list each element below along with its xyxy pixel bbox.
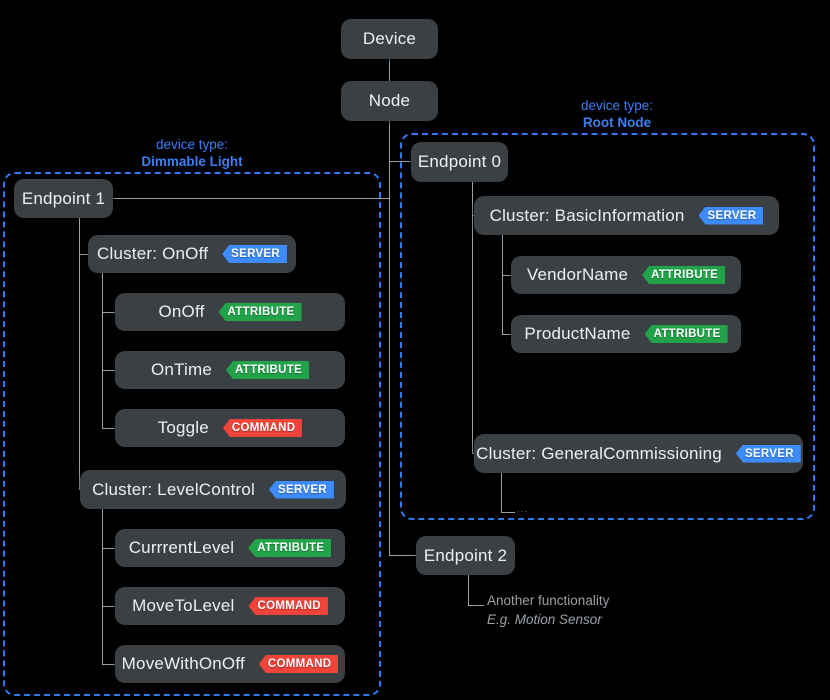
attribute-onoff[interactable]: OnOff ATTRIBUTE (115, 293, 345, 331)
connector-onoff-to-attr-ontime (102, 370, 116, 371)
connector-endpoint1-to-onoff-cluster (79, 254, 90, 255)
badge-server: SERVER (735, 444, 801, 463)
connector-basicinformation-to-vendorname (502, 275, 513, 276)
node-device[interactable]: Device (341, 19, 438, 59)
attribute-ontime-label: OnTime (150, 360, 212, 379)
device-type-label-root-node: device type: Root Node (537, 97, 697, 131)
connector-node-to-endpoint1 (113, 198, 390, 199)
node-endpoint-0-label: Endpoint 0 (417, 152, 502, 171)
badge-command: COMMAND (248, 597, 328, 615)
badge-attribute: ATTRIBUTE (226, 361, 310, 379)
cluster-general-commissioning-ellipsis: ... (517, 504, 528, 514)
cluster-general-commissioning-label: Cluster: GeneralCommissioning (476, 443, 722, 463)
cluster-level-control-label: Cluster: LevelControl (92, 479, 256, 499)
connector-node-to-endpoint2 (389, 555, 417, 556)
command-move-to-level[interactable]: MoveToLevel COMMAND (115, 587, 345, 625)
endpoint2-note-line1: Another functionality (487, 593, 610, 608)
command-toggle[interactable]: Toggle COMMAND (115, 409, 345, 447)
badge-server: SERVER (269, 480, 334, 499)
attribute-vendor-name-label: VendorName (526, 265, 629, 284)
connector-levelcontrol-to-attr-currentlevel (102, 548, 116, 549)
attribute-product-name-label: ProductName (524, 324, 631, 343)
badge-server: SERVER (222, 245, 288, 263)
badge-attribute: ATTRIBUTE (248, 539, 332, 557)
node-endpoint-1[interactable]: Endpoint 1 (14, 179, 113, 218)
attribute-vendor-name[interactable]: VendorName ATTRIBUTE (511, 256, 741, 294)
endpoint2-note-line2: E.g. Motion Sensor (487, 612, 602, 627)
node-node[interactable]: Node (341, 81, 438, 121)
connector-basicinformation-to-productname (502, 334, 513, 335)
badge-server: SERVER (698, 206, 764, 225)
attribute-onoff-label: OnOff (158, 302, 205, 321)
attribute-current-level[interactable]: CurrrentLevel ATTRIBUTE (115, 529, 345, 567)
attribute-current-level-label: CurrrentLevel (128, 538, 235, 557)
cluster-onoff[interactable]: Cluster: OnOff SERVER (88, 235, 296, 273)
device-type-label-dimmable-light: device type: Dimmable Light (112, 136, 272, 170)
connector-endpoint2-to-note (468, 605, 484, 606)
connector-levelcontrol-to-cmd-movetolevel (102, 606, 116, 607)
command-toggle-label: Toggle (157, 418, 209, 437)
badge-attribute: ATTRIBUTE (642, 266, 726, 284)
node-node-label: Node (368, 91, 411, 110)
device-type-prefix-root: device type: (580, 98, 654, 113)
connector-endpoint1-spine (79, 218, 80, 490)
badge-attribute: ATTRIBUTE (644, 325, 728, 343)
cluster-basic-information[interactable]: Cluster: BasicInformation SERVER (474, 196, 779, 235)
attribute-ontime[interactable]: OnTime ATTRIBUTE (115, 351, 345, 389)
badge-command: COMMAND (258, 655, 339, 673)
connector-endpoint0-spine (472, 182, 473, 453)
device-type-name-root: Root Node (582, 115, 652, 130)
badge-command: COMMAND (222, 419, 303, 437)
connector-onoff-to-cmd-toggle (102, 428, 116, 429)
connector-node-to-endpoint0 (389, 161, 411, 162)
connector-endpoint2-spine (468, 575, 469, 606)
command-move-to-level-label: MoveToLevel (132, 596, 235, 615)
node-endpoint-2[interactable]: Endpoint 2 (416, 536, 515, 575)
connector-device-to-node (389, 59, 390, 81)
connector-onoff-to-attr-onoff (102, 312, 116, 313)
node-endpoint-2-label: Endpoint 2 (423, 545, 508, 565)
cluster-level-control[interactable]: Cluster: LevelControl SERVER (80, 470, 346, 509)
command-move-with-onoff-label: MoveWithOnOff (121, 654, 245, 673)
cluster-onoff-label: Cluster: OnOff (96, 244, 209, 263)
connector-levelcontrol-to-cmd-movewithonoff (102, 664, 116, 665)
attribute-product-name[interactable]: ProductName ATTRIBUTE (511, 315, 741, 353)
connector-generalcommissioning-to-ellipsis (501, 512, 515, 513)
device-type-name-dimmable: Dimmable Light (141, 154, 243, 169)
cluster-general-commissioning[interactable]: Cluster: GeneralCommissioning SERVER (474, 434, 803, 473)
device-type-prefix-dimmable: device type: (155, 137, 229, 152)
connector-levelcontrol-spine (102, 509, 103, 665)
connector-node-spine (389, 121, 390, 555)
endpoint2-note: Another functionality E.g. Motion Sensor (487, 591, 609, 629)
cluster-basic-information-label: Cluster: BasicInformation (489, 205, 685, 225)
command-move-with-onoff[interactable]: MoveWithOnOff COMMAND (115, 645, 345, 683)
badge-attribute: ATTRIBUTE (218, 303, 302, 321)
node-endpoint-1-label: Endpoint 1 (21, 188, 106, 208)
connector-basicinformation-spine (502, 235, 503, 334)
connector-generalcommissioning-spine (501, 473, 502, 513)
connector-onoff-spine (102, 273, 103, 428)
node-device-label: Device (362, 29, 417, 48)
node-endpoint-0[interactable]: Endpoint 0 (411, 142, 508, 182)
